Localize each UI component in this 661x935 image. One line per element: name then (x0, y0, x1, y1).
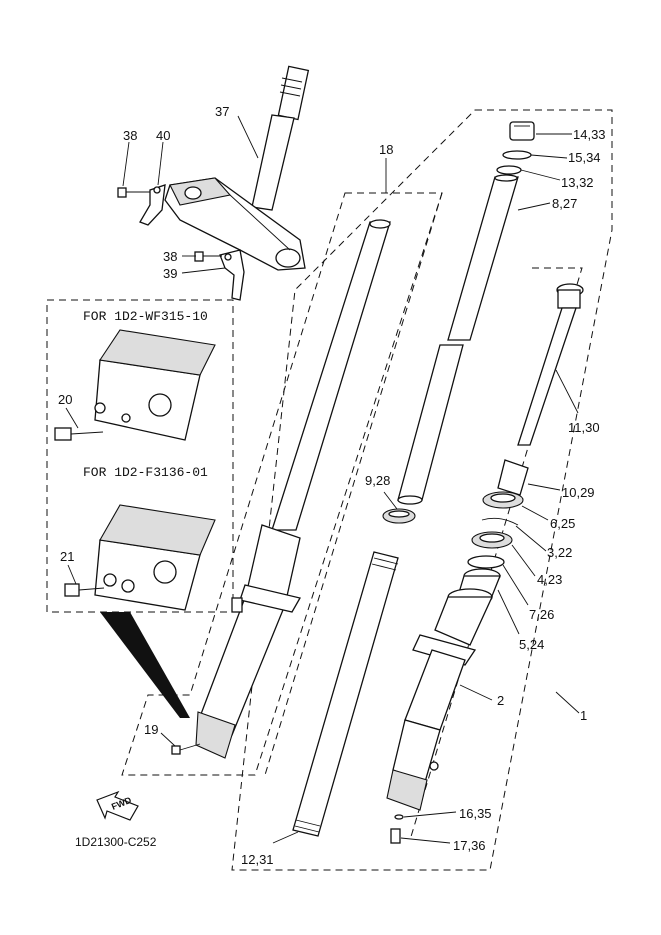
label-5-24: 5,24 (519, 637, 544, 652)
cap-bolt-14-33 (509, 121, 535, 141)
outer-tube-2 (386, 588, 494, 811)
hose-guide-39 (219, 249, 245, 301)
fork-spring-12-31 (292, 551, 399, 837)
label-38-upper: 38 (123, 128, 137, 143)
gasket-16-35 (394, 814, 404, 820)
left-fork-outer-tube (195, 524, 301, 759)
label-40: 40 (156, 128, 170, 143)
label-19: 19 (144, 722, 158, 737)
bolt-19 (171, 743, 201, 755)
label-37: 37 (215, 104, 229, 119)
label-11-30: 11,30 (568, 420, 600, 435)
rebound-spring-10-29 (497, 459, 529, 496)
group-boundary-1 (231, 109, 613, 871)
under-bracket (164, 177, 306, 271)
label-17-36: 17,36 (453, 838, 486, 853)
label-12-31: 12,31 (241, 852, 274, 867)
leader-lines (65, 115, 580, 844)
variant-note-1: FOR 1D2-WF315-10 (83, 309, 208, 324)
guide-9-28 (382, 508, 416, 524)
inner-tube-8-27 (397, 174, 519, 505)
label-7-26: 7,26 (529, 607, 554, 622)
label-15-34: 15,34 (568, 150, 601, 165)
damper-rod-11-30 (517, 283, 584, 446)
inset-fork-top-b (94, 504, 216, 611)
label-21: 21 (60, 549, 74, 564)
label-18: 18 (379, 142, 393, 157)
label-2: 2 (497, 693, 504, 708)
bolt-17-36 (390, 828, 401, 844)
label-14-33: 14,33 (573, 127, 606, 142)
label-39: 39 (163, 266, 177, 281)
bolt-38-lower (194, 251, 222, 262)
seal-7-26 (467, 555, 505, 569)
bolt-21 (64, 583, 105, 597)
bolt-38-upper (117, 187, 150, 198)
o-ring-15-34 (502, 150, 532, 160)
label-10-29: 10,29 (562, 485, 595, 500)
clip-3-22 (481, 517, 519, 526)
left-fork-inner-tube (271, 219, 391, 531)
label-4-23: 4,23 (537, 572, 562, 587)
drawing-code: 1D21300-C252 (75, 835, 157, 849)
spacer-13-32 (496, 165, 522, 175)
inset-pointer (100, 612, 190, 718)
oil-seal-6-25 (482, 491, 524, 509)
label-16-35: 16,35 (459, 806, 492, 821)
label-6-25: 6,25 (550, 516, 575, 531)
steering-stem-37 (251, 65, 310, 211)
fwd-arrow-icon: FWD (96, 790, 139, 821)
label-9-28: 9,28 (365, 473, 390, 488)
bolt-20 (54, 427, 104, 441)
label-20: 20 (58, 392, 72, 407)
label-8-27: 8,27 (552, 196, 577, 211)
label-38-lower: 38 (163, 249, 177, 264)
variant-note-2: FOR 1D2-F3136-01 (83, 465, 208, 480)
seal-4-23 (471, 531, 513, 549)
group-boundary-18-inner (264, 192, 443, 776)
inset-fork-top-a (94, 329, 216, 441)
label-13-32: 13,32 (561, 175, 594, 190)
label-3-22: 3,22 (547, 545, 572, 560)
label-1: 1 (580, 708, 587, 723)
hose-guide-40 (139, 184, 166, 226)
